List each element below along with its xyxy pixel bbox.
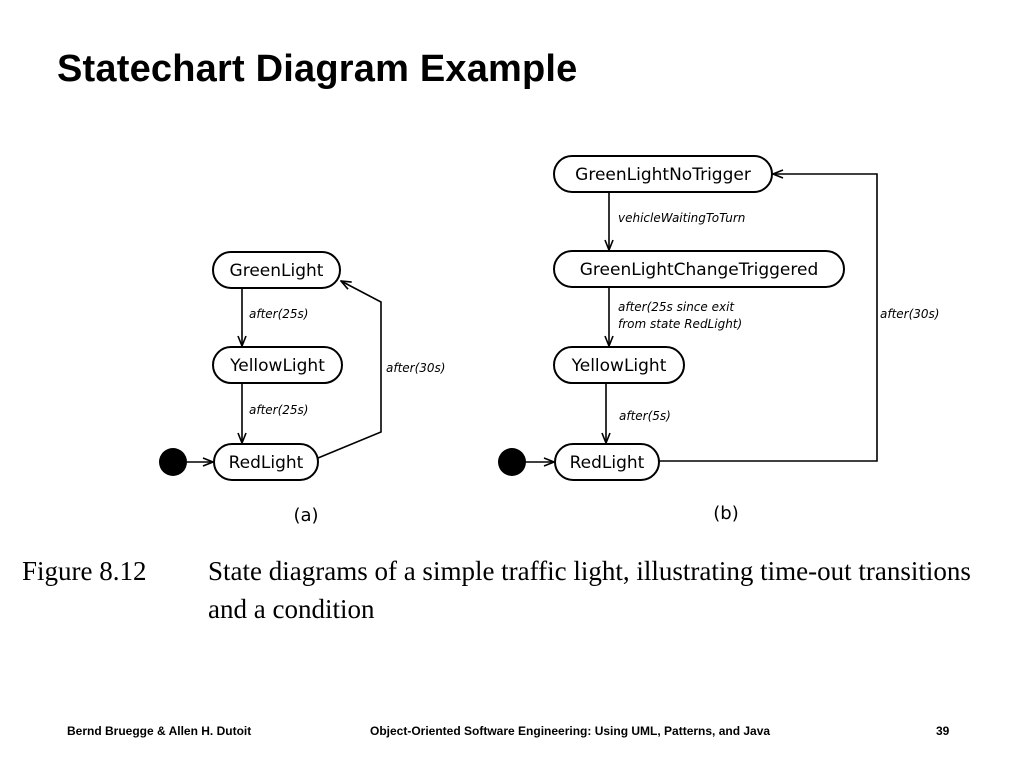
- panel-label-a: (a): [293, 505, 318, 526]
- footer-page-number: 39: [936, 724, 950, 738]
- diagram-a: GreenLight YellowLight RedLight after(25…: [159, 251, 445, 526]
- state-b-greenlightchangetriggered: GreenLightChangeTriggered: [553, 250, 845, 288]
- event-a-yellow-red: after(25s): [249, 403, 308, 417]
- figure-caption-text: State diagrams of a simple traffic light…: [208, 556, 971, 624]
- footer-authors: Bernd Bruegge & Allen H. Dutoit: [67, 724, 252, 738]
- state-a-greenlight: GreenLight: [212, 251, 341, 289]
- diagram-b: GreenLightNoTrigger GreenLightChangeTrig…: [498, 155, 939, 524]
- event-b-triggered-yellow-line2: from state RedLight): [618, 317, 742, 331]
- state-a-yellowlight-label: YellowLight: [229, 356, 325, 376]
- state-a-greenlight-label: GreenLight: [230, 261, 324, 281]
- initial-state-a: [159, 448, 187, 476]
- state-a-yellowlight: YellowLight: [212, 346, 343, 384]
- state-b-yellowlight-label: YellowLight: [571, 356, 667, 376]
- state-a-redlight-label: RedLight: [229, 453, 304, 473]
- event-a-red-green: after(30s): [386, 361, 445, 375]
- initial-state-b: [498, 448, 526, 476]
- footer-book-title: Object-Oriented Software Engineering: Us…: [370, 724, 771, 738]
- event-b-yellow-red: after(5s): [619, 409, 671, 423]
- state-b-yellowlight: YellowLight: [553, 346, 685, 384]
- state-a-redlight: RedLight: [213, 443, 319, 481]
- transition-b-red-notrigger: [659, 174, 878, 462]
- event-b-notrigger-triggered: vehicleWaitingToTurn: [618, 211, 745, 225]
- transition-a-red-green: [317, 281, 382, 459]
- event-b-triggered-yellow-line1: after(25s since exit: [618, 300, 735, 314]
- state-b-greenlightnotrigger-label: GreenLightNoTrigger: [575, 165, 751, 185]
- state-b-redlight: RedLight: [554, 443, 660, 481]
- event-b-red-notrigger: after(30s): [880, 307, 939, 321]
- slide-title: Statechart Diagram Example: [57, 48, 578, 90]
- panel-label-b: (b): [713, 503, 738, 524]
- state-b-greenlightnotrigger: GreenLightNoTrigger: [553, 155, 773, 193]
- state-b-redlight-label: RedLight: [570, 453, 645, 473]
- state-b-greenlightchangetriggered-label: GreenLightChangeTriggered: [580, 260, 819, 280]
- event-a-green-yellow: after(25s): [249, 307, 308, 321]
- figure-number: Figure 8.12: [22, 556, 147, 586]
